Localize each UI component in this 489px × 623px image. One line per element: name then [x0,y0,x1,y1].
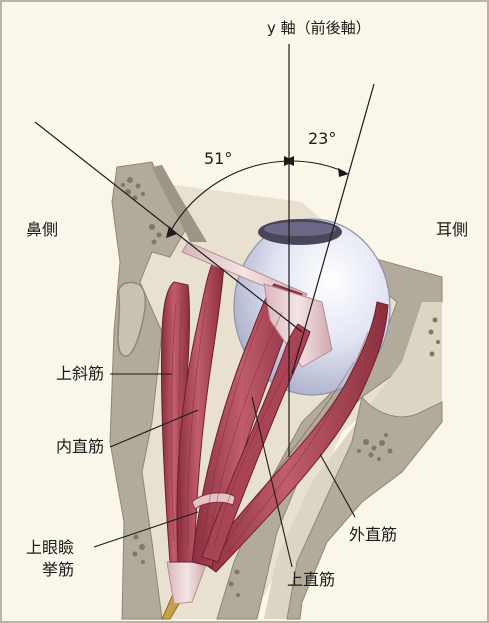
superior-oblique-label: 上斜筋 [56,364,104,383]
lateral-rectus-label: 外直筋 [349,525,397,544]
superior-rectus-label: 上直筋 [287,570,335,589]
cornea-highlight [264,222,336,236]
nasal-side-label: 鼻側 [26,220,58,239]
levator-label-line1: 上眼瞼 [26,537,74,559]
medial-rectus-label: 内直筋 [56,437,104,456]
angle-arc-23 [289,161,345,172]
temporal-side-label: 耳側 [436,220,468,239]
levator-label-line2: 挙筋 [26,559,74,581]
y-axis-label: y 軸（前後軸） [267,19,371,38]
angle-label-51: 51° [204,149,232,168]
angle-label-23: 23° [308,129,336,148]
arrowhead-23-right [338,168,349,177]
levator-label: 上眼瞼 挙筋 [26,537,74,581]
